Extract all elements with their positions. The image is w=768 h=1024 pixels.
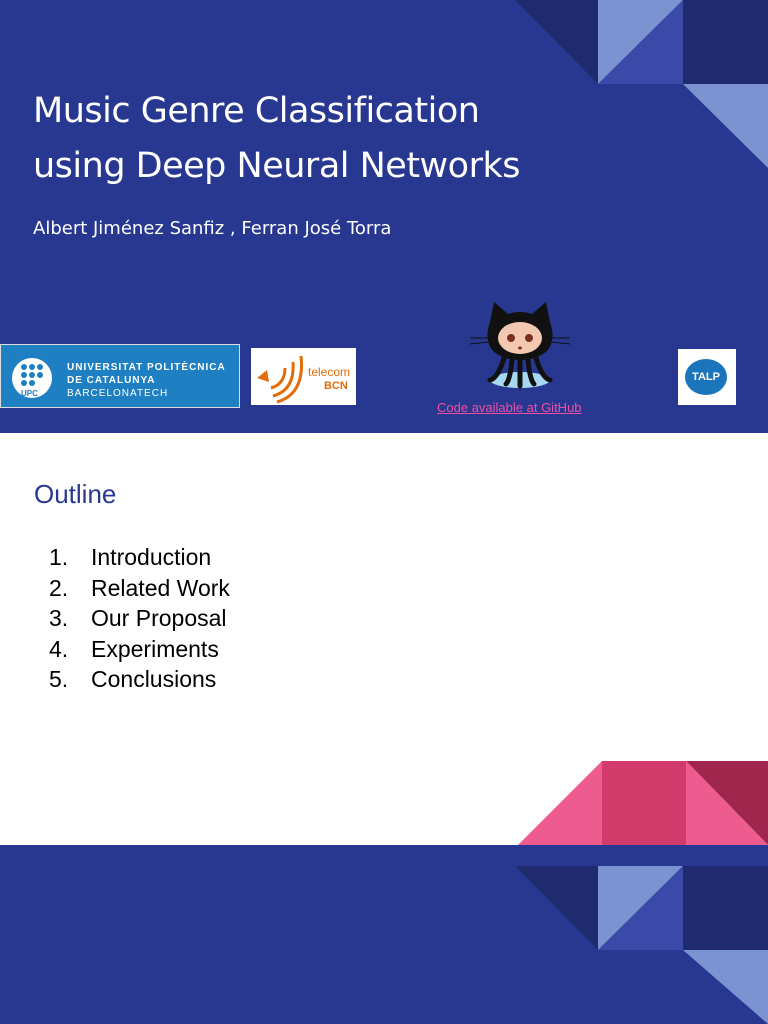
outline-slide: Outline 1. Introduction 2. Related Work 3.… (0, 433, 768, 845)
deco-triangle (686, 761, 768, 845)
corner-triangles-decoration (515, 0, 768, 168)
list-item-number: 4. (49, 635, 69, 662)
deco-triangle (598, 866, 683, 950)
upc-emblem-icon: UPC (12, 358, 52, 398)
list-item-label: Related Work (91, 574, 230, 601)
deco-triangle (518, 761, 602, 845)
title-line-1: Music Genre Classification (33, 91, 480, 131)
list-item: 5. Conclusions (49, 664, 230, 695)
list-item-number: 5. (49, 666, 69, 692)
outline-list: 1. Introduction 2. Related Work 3. Our Prop… (49, 542, 230, 695)
list-item: 2. Related Work (49, 573, 230, 604)
list-item-label: Experiments (91, 635, 219, 662)
list-item: 3. Our Proposal (49, 603, 230, 634)
talp-bubble-text: TALP (685, 359, 727, 395)
telecom-waves-icon (257, 355, 303, 404)
list-item: 4. Experiments (49, 634, 230, 665)
deco-triangle (683, 950, 768, 1024)
deco-triangle (515, 866, 598, 950)
upc-line-3: BARCELONATECH (67, 388, 169, 399)
list-item-label: Our Proposal (91, 605, 227, 631)
telecom-bcn-logo: telecom BCN (251, 348, 356, 405)
presentation-title: Music Genre Classification using Deep Ne… (33, 84, 633, 194)
upc-line-1: UNIVERSITAT POLITÈCNICA (67, 362, 226, 373)
list-item-label: Conclusions (91, 666, 217, 692)
title-line-2: using Deep Neural Networks (33, 146, 520, 186)
upc-badge-text: UPC (21, 389, 38, 398)
list-item-number: 3. (49, 605, 69, 631)
list-item: 1. Introduction (49, 542, 230, 573)
list-item-label: Introduction (91, 544, 212, 570)
talp-logo: TALP (678, 349, 736, 405)
deco-square (683, 866, 768, 950)
pink-triangles-decoration (518, 761, 768, 845)
title-slide: Music Genre Classification using Deep Ne… (0, 0, 768, 433)
next-slide-preview (0, 845, 768, 1024)
list-item-number: 2. (49, 574, 69, 601)
upc-logo: UPC UNIVERSITAT POLITÈCNICA DE CATALUNYA… (0, 344, 240, 408)
deco-square (602, 761, 686, 845)
telecom-word: telecom (308, 365, 351, 379)
upc-line-2: DE CATALUNYA (67, 375, 156, 386)
authors: Albert Jiménez Sanfiz , Ferran José Torr… (33, 218, 392, 239)
list-item-number: 1. (49, 544, 69, 570)
deco-triangle (683, 84, 768, 168)
deco-triangle (598, 0, 683, 84)
github-link[interactable]: Code available at GitHub (437, 400, 582, 415)
deco-triangle (515, 0, 598, 84)
octocat-icon (469, 302, 571, 389)
bcn-word: BCN (324, 380, 348, 392)
deco-square (683, 0, 768, 84)
outline-heading: Outline (34, 479, 117, 509)
corner-triangles-decoration (515, 866, 768, 1024)
